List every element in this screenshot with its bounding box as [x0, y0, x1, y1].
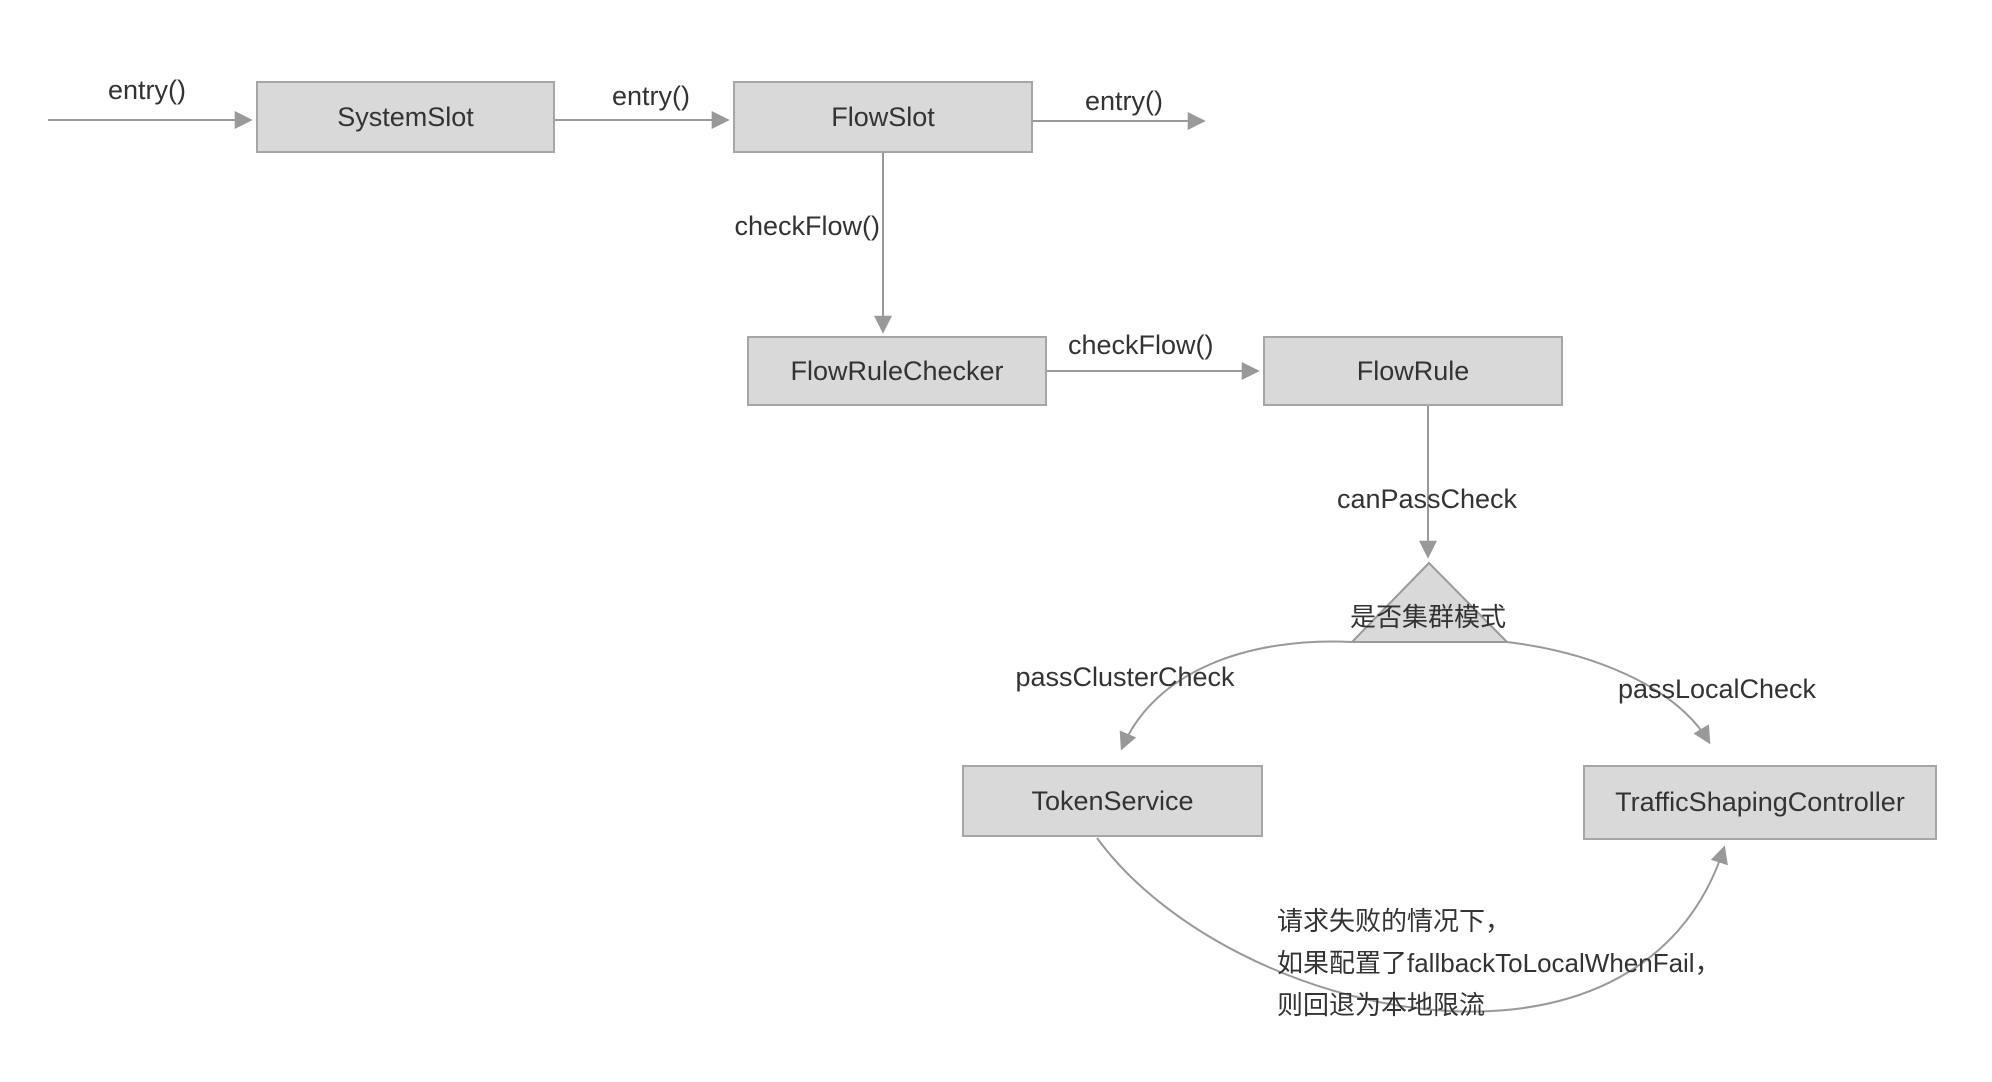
fallback-note: 请求失败的情况下， 如果配置了fallbackToLocalWhenFail， …	[1277, 900, 1721, 1026]
label-passlocalcheck: passLocalCheck	[1617, 674, 1817, 704]
node-flowrulechecker-label: FlowRuleChecker	[790, 355, 1004, 386]
node-systemslot: SystemSlot	[256, 81, 555, 153]
node-trafficshapingcontroller-label: TrafficShapingController	[1615, 787, 1905, 817]
node-flowrule-label: FlowRule	[1356, 355, 1470, 386]
node-tokenservice: TokenService	[962, 765, 1263, 837]
node-trafficshapingcontroller: TrafficShapingController	[1583, 765, 1937, 840]
fallback-note-line: 则回退为本地限流	[1277, 990, 1486, 1020]
decision-triangle	[1349, 561, 1510, 643]
node-systemslot-label: SystemSlot	[337, 101, 474, 132]
edge-passclustercheck-to-tokenservice	[1119, 640, 1353, 751]
node-flowrulechecker: FlowRuleChecker	[747, 336, 1047, 406]
label-entry-end: entry()	[1085, 86, 1164, 116]
node-flowrule: FlowRule	[1263, 336, 1563, 406]
label-passclustercheck: passClusterCheck	[1015, 662, 1235, 692]
decision-label: 是否集群模式	[1349, 602, 1507, 632]
label-entry-mid: entry()	[612, 81, 691, 111]
label-checkflow-down: checkFlow()	[734, 211, 880, 241]
label-checkflow-right: checkFlow()	[1068, 330, 1214, 360]
label-entry-start: entry()	[108, 75, 187, 105]
fallback-note-line: 请求失败的情况下，	[1277, 906, 1512, 936]
edge-fallback-tokenservice-to-trafficshapingcontroller	[1096, 837, 1728, 1013]
node-flowslot-label: FlowSlot	[831, 101, 935, 132]
fallback-note-line: 如果配置了fallbackToLocalWhenFail，	[1277, 948, 1721, 978]
node-flowslot: FlowSlot	[733, 81, 1033, 153]
label-canpasscheck: canPassCheck	[1336, 484, 1518, 514]
edge-passlocalcheck-to-trafficshapingcontroller	[1506, 641, 1711, 745]
node-tokenservice-label: TokenService	[1031, 785, 1194, 816]
